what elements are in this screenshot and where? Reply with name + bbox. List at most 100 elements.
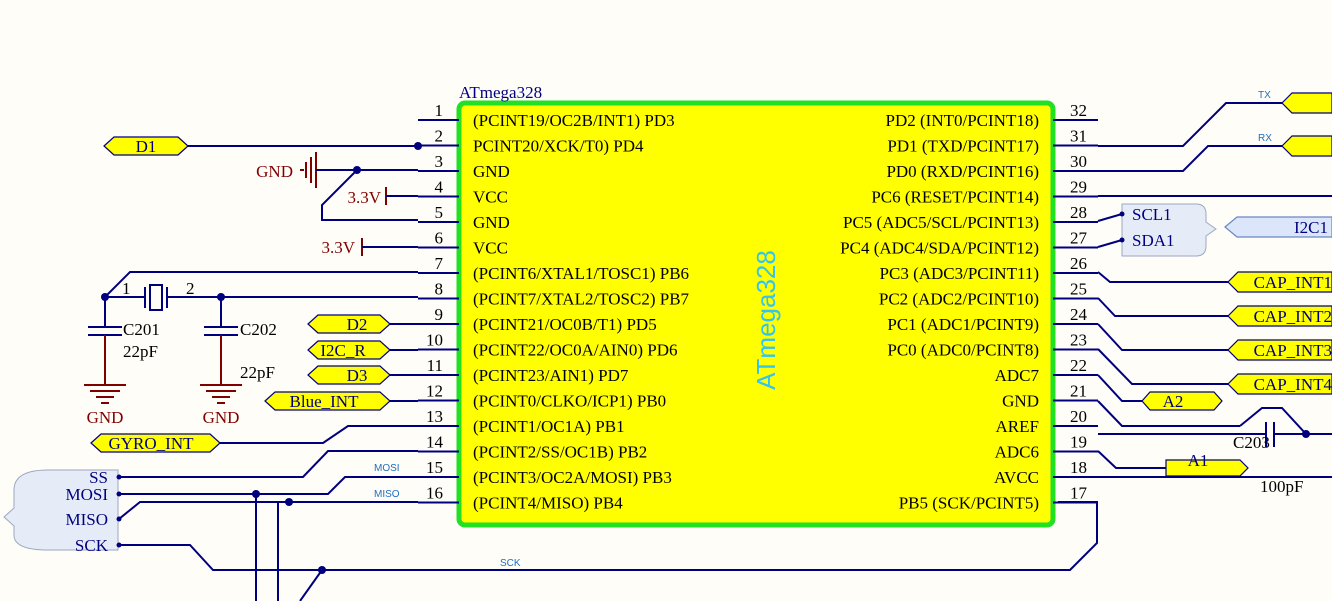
pin-4-name: VCC xyxy=(473,188,508,207)
spi-harness-pin-sck: SCK xyxy=(75,536,109,555)
pin-29-number: 29 xyxy=(1070,178,1087,197)
port-a1[interactable] xyxy=(1165,459,1249,477)
wire-cap-int2 xyxy=(1097,297,1228,317)
pin-11-number: 11 xyxy=(427,356,443,375)
pin-30-name: PD0 (RXD/PCINT16) xyxy=(886,162,1039,181)
pin-24-name: PC1 (ADC1/PCINT9) xyxy=(887,315,1039,334)
wire-miso xyxy=(118,501,418,520)
port-d3-label: D3 xyxy=(347,366,368,385)
i2c-harness[interactable] xyxy=(1121,203,1217,257)
port-cap-int2[interactable] xyxy=(1227,305,1332,327)
pin-17-number: 17 xyxy=(1070,484,1088,503)
port-cap-int1-label: CAP_INT1 xyxy=(1254,273,1332,292)
pin-32-number: 32 xyxy=(1070,101,1087,120)
chip-body-label: ATmega328 xyxy=(751,250,781,390)
pin-2-name: PCINT20/XCK/T0) PD4 xyxy=(473,137,644,156)
crystal-pin2: 2 xyxy=(186,279,195,298)
port-d2-label: D2 xyxy=(347,315,368,334)
pin-2-number: 2 xyxy=(435,127,444,146)
port-i2c1[interactable] xyxy=(1224,216,1332,238)
pin-7-number: 7 xyxy=(435,254,444,273)
net-label-sck: SCK xyxy=(500,558,521,569)
pin-4-number: 4 xyxy=(435,178,444,197)
crystal-body[interactable] xyxy=(149,284,163,311)
pin-19-number: 19 xyxy=(1070,433,1087,452)
pin-5-number: 5 xyxy=(435,203,444,222)
gnd-c201-label: GND xyxy=(87,408,124,427)
pin-21-number: 21 xyxy=(1070,382,1087,401)
pin-24-number: 24 xyxy=(1070,305,1088,324)
pin-30-number: 30 xyxy=(1070,152,1087,171)
pin-26-name: PC3 (ADC3/PCINT11) xyxy=(880,264,1039,283)
wire-mosi xyxy=(119,476,418,495)
port-rx[interactable] xyxy=(1281,135,1332,157)
left-pin-group: 1(PCINT19/OC2B/INT1) PD32PCINT20/XCK/T0)… xyxy=(418,101,690,513)
port-cap-int2-label: CAP_INT2 xyxy=(1254,307,1332,326)
wire-cap-int4 xyxy=(1097,348,1228,385)
port-blue-int-label: Blue_INT xyxy=(290,392,360,411)
pin-31-number: 31 xyxy=(1070,127,1087,146)
port-cap-int3-label: CAP_INT3 xyxy=(1254,341,1332,360)
pin-27-name: PC4 (ADC4/SDA/PCINT12) xyxy=(840,239,1039,258)
c201-ref: C201 xyxy=(123,320,160,339)
pin-28-number: 28 xyxy=(1070,203,1087,222)
pin-3-name: GND xyxy=(473,162,510,181)
gnd-top-label: GND xyxy=(256,162,293,181)
port-a2[interactable] xyxy=(1141,391,1223,411)
spi-harness[interactable] xyxy=(3,469,119,551)
c203-ref: C203 xyxy=(1233,433,1270,452)
port-a2-label: A2 xyxy=(1163,392,1184,411)
vcc-pin6-label: 3.3V xyxy=(321,238,355,257)
pin-23-number: 23 xyxy=(1070,331,1087,350)
junction xyxy=(414,142,422,150)
pin-14-number: 14 xyxy=(426,433,444,452)
net-label-tx: TX xyxy=(1258,90,1271,101)
c202-value: 22pF xyxy=(240,363,275,382)
wire-gyro-int xyxy=(220,425,418,444)
pin-12-name: (PCINT0/CLKO/ICP1) PB0 xyxy=(473,392,666,411)
port-cap-int4[interactable] xyxy=(1227,373,1332,395)
pin-22-name: ADC7 xyxy=(995,366,1040,385)
port-cap-int1[interactable] xyxy=(1227,271,1332,293)
pin-18-number: 18 xyxy=(1070,458,1087,477)
pin-6-number: 6 xyxy=(435,229,444,248)
wire-gnd21 xyxy=(1097,400,1240,427)
port-gyro-int-label: GYRO_INT xyxy=(109,434,195,453)
wire-sda xyxy=(1097,239,1123,248)
chip-body[interactable] xyxy=(456,100,1056,528)
spi-harness-pin-ss: SS xyxy=(89,468,108,487)
vcc-pin4-label: 3.3V xyxy=(347,188,381,207)
pin-16-number: 16 xyxy=(426,484,443,503)
wire-cap-int1 xyxy=(1097,271,1228,283)
pin-28-name: PC5 (ADC5/SCL/PCINT13) xyxy=(843,213,1039,232)
wire-a1 xyxy=(1097,450,1166,469)
wire-gnd-c203 xyxy=(1239,407,1332,435)
wire-tx xyxy=(1098,102,1282,147)
bus-sck-down xyxy=(299,569,323,601)
i2c-harness-pin-scl1: SCL1 xyxy=(1132,205,1172,224)
pin-22-number: 22 xyxy=(1070,356,1087,375)
port-tx[interactable] xyxy=(1281,92,1332,114)
pin-25-number: 25 xyxy=(1070,280,1087,299)
c201-value: 22pF xyxy=(123,342,158,361)
port-i2c1-label: I2C1 xyxy=(1294,218,1328,237)
pin-1-number: 1 xyxy=(435,101,444,120)
pin-11-name: (PCINT23/AIN1) PD7 xyxy=(473,366,629,385)
wire-scl xyxy=(1097,213,1123,222)
pin-16-name: (PCINT4/MISO) PB4 xyxy=(473,494,623,513)
port-d1-label: D1 xyxy=(136,137,157,156)
pin-15-number: 15 xyxy=(426,458,443,477)
pin-13-number: 13 xyxy=(426,407,443,426)
junction xyxy=(285,498,293,506)
pin-10-name: (PCINT22/OC0A/AIN0) PD6 xyxy=(473,341,677,360)
c202-ref: C202 xyxy=(240,320,277,339)
pin-8-number: 8 xyxy=(435,280,444,299)
port-cap-int4-label: CAP_INT4 xyxy=(1254,375,1332,394)
c203-value: 100pF xyxy=(1260,477,1303,496)
i2c-harness-pin-sda1: SDA1 xyxy=(1132,231,1175,250)
wire-xtal1 xyxy=(104,271,418,298)
spi-harness-pin-miso: MISO xyxy=(65,510,108,529)
port-cap-int3[interactable] xyxy=(1227,339,1332,361)
